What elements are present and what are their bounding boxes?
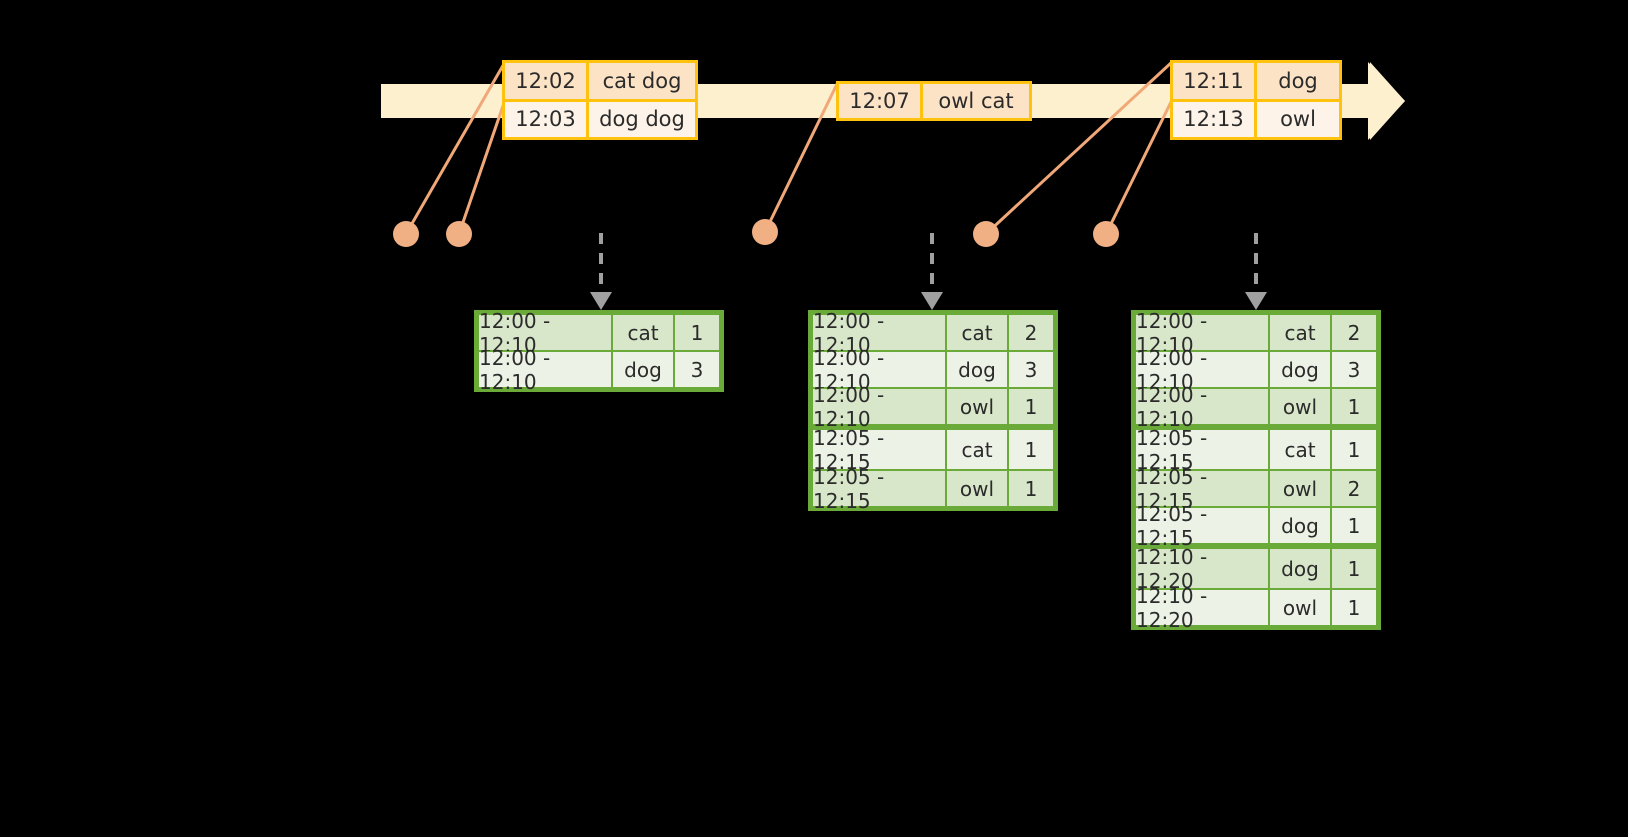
table-cell-key: cat	[1269, 429, 1331, 470]
event-row: 12:07 owl cat	[839, 84, 1029, 118]
table-cell-window: 12:00 - 12:10	[478, 309, 612, 357]
event-dot-1[interactable]	[393, 221, 419, 247]
event-row: 12:11 dog	[1173, 63, 1339, 99]
table-cell-count: 3	[674, 351, 720, 388]
event-box-2[interactable]: 12:07 owl cat	[836, 81, 1032, 121]
event-time: 12:13	[1173, 101, 1257, 137]
table-cell-count: 1	[1008, 388, 1054, 425]
event-time: 12:03	[505, 101, 589, 137]
table-cell-count: 1	[1331, 507, 1377, 544]
table-cell-count: 2	[1008, 314, 1054, 351]
event-box-1[interactable]: 12:02 cat dog 12:03 dog dog	[502, 60, 698, 140]
table-cell-key: owl	[946, 388, 1008, 425]
event-value: dog dog	[589, 101, 695, 137]
table-cell-count: 1	[1008, 429, 1054, 470]
table-cell-count: 1	[1008, 470, 1054, 507]
event-value: owl	[1257, 101, 1339, 137]
table-cell-key: dog	[946, 351, 1008, 388]
table-cell-window: 12:00 - 12:10	[812, 383, 946, 431]
table-cell-key: owl	[1269, 589, 1331, 626]
table-cell-window: 12:00 - 12:10	[1135, 383, 1269, 431]
table-cell-count: 1	[674, 314, 720, 351]
event-dot-5[interactable]	[1093, 221, 1119, 247]
table-cell-count: 1	[1331, 589, 1377, 626]
event-dot-2[interactable]	[446, 221, 472, 247]
table-cell-window: 12:05 - 12:15	[812, 426, 946, 474]
table-cell-window: 12:10 - 12:20	[1135, 584, 1269, 632]
table-cell-window: 12:00 - 12:10	[478, 346, 612, 394]
table-cell-key: cat	[946, 314, 1008, 351]
event-box-3[interactable]: 12:11 dog 12:13 owl	[1170, 60, 1342, 140]
event-value: dog	[1257, 63, 1339, 99]
event-dot-4[interactable]	[973, 221, 999, 247]
event-value: owl cat	[923, 84, 1029, 118]
table-cell-key: cat	[1269, 314, 1331, 351]
event-row: 12:02 cat dog	[505, 63, 695, 99]
event-time: 12:07	[839, 84, 923, 118]
table-cell-count: 3	[1008, 351, 1054, 388]
table-cell-key: owl	[1269, 388, 1331, 425]
table-cell-key: dog	[1269, 507, 1331, 544]
event-time: 12:02	[505, 63, 589, 99]
table-cell-key: dog	[1269, 351, 1331, 388]
table-cell-key: owl	[946, 470, 1008, 507]
table-cell-key: owl	[1269, 470, 1331, 507]
event-value: cat dog	[589, 63, 695, 99]
table-cell-window: 12:00 - 12:10	[812, 309, 946, 357]
table-cell-window: 12:00 - 12:10	[812, 346, 946, 394]
table-cell-count: 2	[1331, 314, 1377, 351]
table-cell-key: cat	[612, 314, 674, 351]
table-cell-window: 12:05 - 12:15	[1135, 465, 1269, 513]
event-row: 12:13 owl	[1173, 98, 1339, 137]
table-cell-count: 1	[1331, 429, 1377, 470]
event-row: 12:03 dog dog	[505, 98, 695, 137]
table-cell-count: 1	[1331, 548, 1377, 589]
table-cell-count: 1	[1331, 388, 1377, 425]
table-cell-key: dog	[612, 351, 674, 388]
table-cell-window: 12:00 - 12:10	[1135, 346, 1269, 394]
table-cell-window: 12:05 - 12:15	[1135, 426, 1269, 474]
table-cell-key: cat	[946, 429, 1008, 470]
table-cell-window: 12:05 - 12:15	[1135, 502, 1269, 550]
table-cell-count: 2	[1331, 470, 1377, 507]
event-dot-3[interactable]	[752, 219, 778, 245]
table-cell-count: 3	[1331, 351, 1377, 388]
table-cell-key: dog	[1269, 548, 1331, 589]
table-cell-window: 12:10 - 12:20	[1135, 545, 1269, 593]
table-cell-window: 12:05 - 12:15	[812, 465, 946, 513]
event-time: 12:11	[1173, 63, 1257, 99]
